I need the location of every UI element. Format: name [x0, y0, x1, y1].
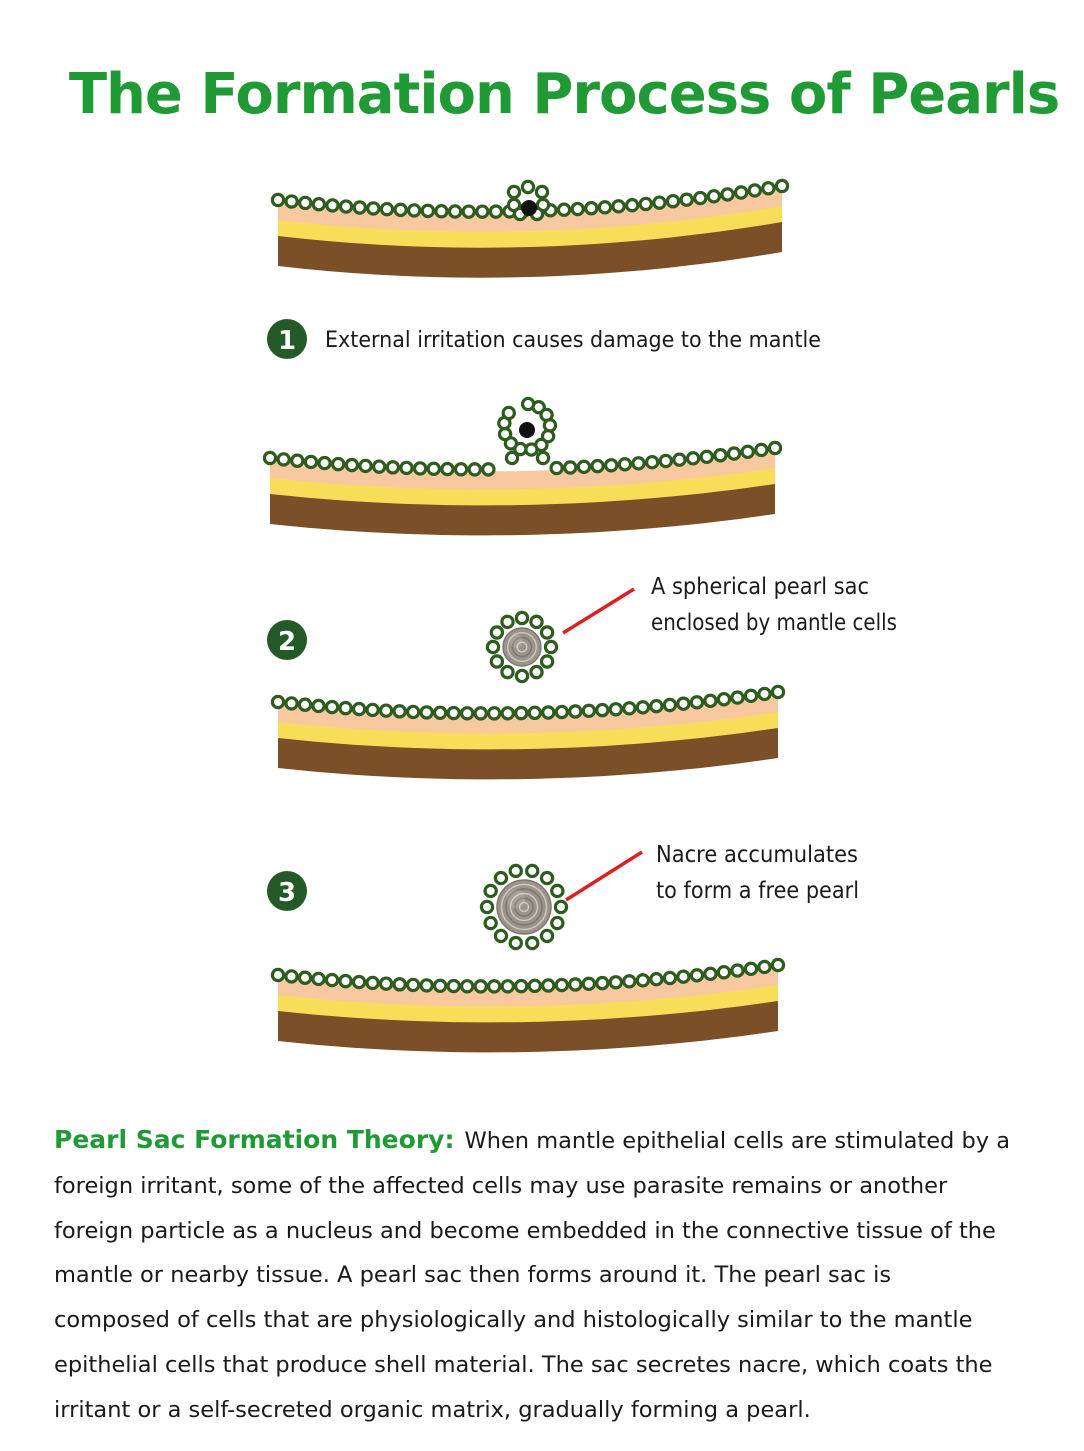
- callout-2-line-1: A spherical pearl sac: [651, 574, 869, 600]
- step-3-badge: 3: [267, 871, 307, 911]
- callout-line-2: [562, 587, 635, 635]
- theory-body: When mantle epithelial cells are stimula…: [54, 1128, 1011, 1423]
- pearl-sac: [485, 610, 559, 684]
- svg-text:3: 3: [278, 878, 296, 908]
- irritant-particle-embedded: [519, 422, 535, 438]
- svg-text:2: 2: [278, 627, 296, 657]
- callout-2-line-2: enclosed by mantle cells: [651, 610, 897, 636]
- callout-line-3: [565, 850, 643, 902]
- step-2-badge: 2: [267, 620, 307, 660]
- mantle-strip-3: [270, 957, 786, 1053]
- svg-text:1: 1: [278, 326, 296, 356]
- irritant-particle: [521, 200, 537, 216]
- step-1-badge: 1: [267, 319, 307, 359]
- free-pearl: [479, 863, 569, 951]
- step-1-label: External irritation causes damage to the…: [325, 328, 821, 353]
- theory-heading: Pearl Sac Formation Theory:: [54, 1125, 455, 1154]
- callout-3-line-2: to form a free pearl: [656, 878, 859, 904]
- budding-cell-loop: [497, 396, 558, 466]
- mantle-strip-0: [270, 178, 790, 278]
- mantle-strip-1: [262, 440, 783, 536]
- callout-3-line-1: Nacre accumulates: [656, 842, 858, 868]
- page-title: The Formation Process of Pearls: [68, 62, 1060, 127]
- pearl-formation-diagram: 1 External irritation causes damage to t…: [262, 178, 897, 1053]
- irritant-cell-cluster: [506, 179, 551, 222]
- theory-paragraph: Pearl Sac Formation Theory:When mantle e…: [54, 1118, 1014, 1433]
- mantle-strip-2: [270, 684, 786, 780]
